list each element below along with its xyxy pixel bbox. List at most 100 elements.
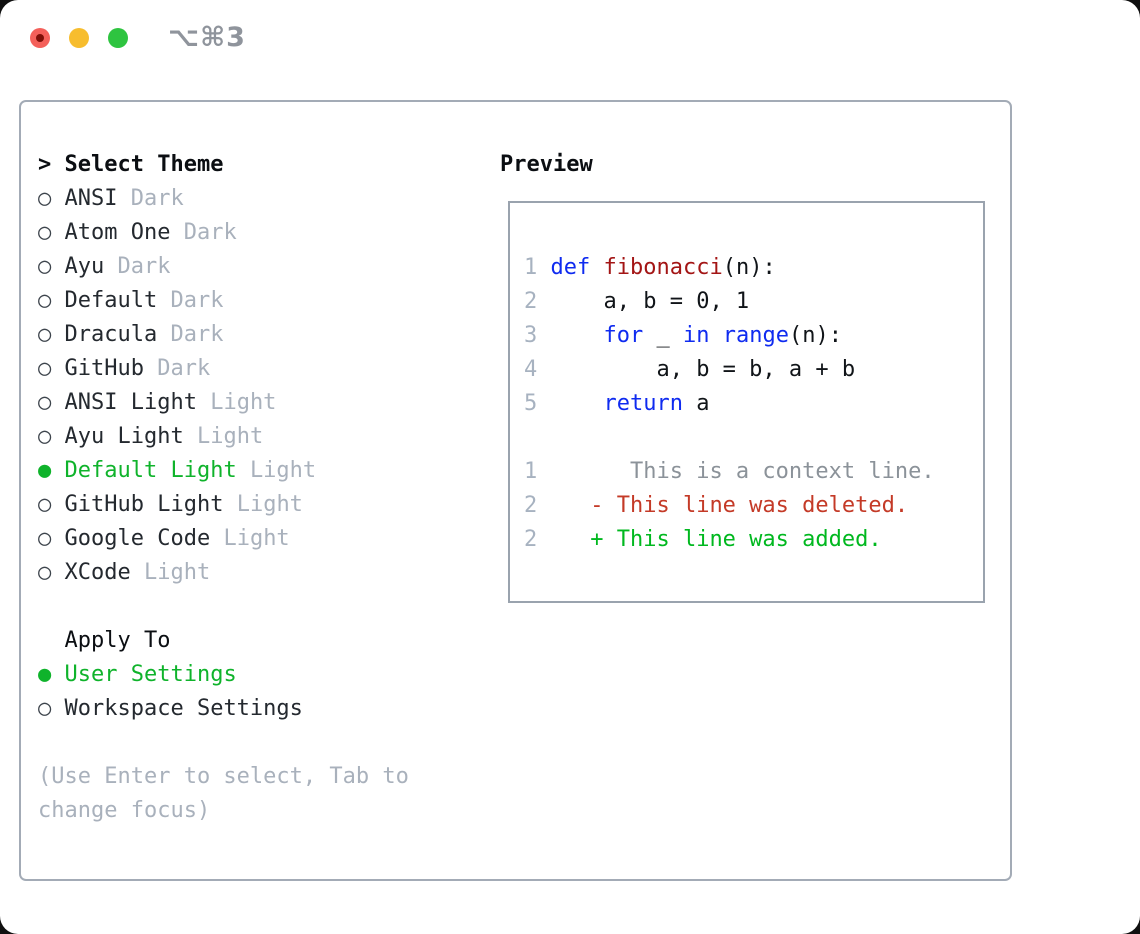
code-segment-pl	[551, 323, 604, 348]
radio-unselected-icon: ○	[38, 186, 52, 211]
item-variant: Light	[210, 390, 277, 415]
code-segment-kw: in	[682, 323, 710, 348]
preview-header: Preview	[500, 152, 593, 177]
line-number: 1	[524, 459, 538, 484]
code-segment-kw: range	[722, 323, 789, 348]
left-column: > Select Theme ○ ANSI Dark○ Atom One Dar…	[38, 148, 409, 828]
code-segment-pl	[551, 391, 604, 416]
item-variant: Light	[223, 526, 290, 551]
item-label: User Settings	[64, 662, 237, 687]
item-variant: Light	[143, 560, 211, 585]
item-variant: Dark	[157, 356, 211, 381]
radio-unselected-icon: ○	[38, 526, 52, 551]
theme-item[interactable]: ○ ANSI Dark	[38, 182, 409, 216]
theme-list-title: Select Theme	[64, 152, 224, 177]
code-segment-kw: return	[603, 391, 683, 416]
theme-item[interactable]: ○ Ayu Light Light	[38, 420, 409, 454]
radio-unselected-icon: ○	[38, 322, 52, 347]
close-dot-icon	[36, 34, 44, 42]
code-segment-pl: a, b = b, a + b	[550, 357, 856, 382]
radio-unselected-icon: ○	[38, 424, 52, 449]
spacer	[38, 726, 409, 760]
code-line: 1 def fibonacci(n):	[524, 251, 969, 285]
apply-option[interactable]: ● User Settings	[38, 658, 409, 692]
main-panel: > Select Theme ○ ANSI Dark○ Atom One Dar…	[19, 100, 1012, 881]
spacer	[38, 590, 409, 624]
radio-unselected-icon: ○	[38, 696, 52, 721]
theme-item[interactable]: ○ GitHub Dark	[38, 352, 409, 386]
code-line: 2 a, b = 0, 1	[524, 285, 969, 319]
window-title: ⌥⌘3	[168, 22, 246, 53]
radio-unselected-icon: ○	[38, 560, 52, 585]
hint-line-1: (Use Enter to select, Tab to	[38, 764, 409, 789]
item-variant: Dark	[183, 220, 237, 245]
item-label: Default	[64, 288, 158, 313]
item-variant: Light	[196, 424, 264, 449]
apply-to-list: ● User Settings○ Workspace Settings	[38, 658, 409, 726]
theme-item[interactable]: ○ Google Code Light	[38, 522, 409, 556]
radio-unselected-icon: ○	[38, 492, 52, 517]
close-button[interactable]	[30, 28, 50, 48]
code-segment-pl: (n):	[722, 255, 776, 280]
apply-to-header: Apply To	[38, 624, 409, 658]
code-segment-del: - This line was deleted.	[550, 493, 909, 518]
theme-item[interactable]: ○ ANSI Light Light	[38, 386, 409, 420]
item-label: GitHub	[64, 356, 144, 381]
zoom-button[interactable]	[108, 28, 128, 48]
item-variant: Dark	[130, 186, 184, 211]
theme-item[interactable]: ○ Dracula Dark	[38, 318, 409, 352]
code-segment-pl	[590, 255, 603, 280]
item-variant: Dark	[117, 254, 171, 279]
radio-unselected-icon: ○	[38, 288, 52, 313]
item-label: Atom One	[64, 220, 171, 245]
code-line: 2 + This line was added.	[524, 523, 969, 557]
radio-unselected-icon: ○	[38, 254, 52, 279]
item-label: Default Light	[64, 458, 237, 483]
item-label: Workspace Settings	[64, 696, 303, 721]
radio-unselected-icon: ○	[38, 220, 52, 245]
item-variant: Light	[236, 492, 303, 517]
traffic-lights	[30, 28, 128, 48]
theme-item[interactable]: ○ GitHub Light Light	[38, 488, 409, 522]
theme-item[interactable]: ○ XCode Light	[38, 556, 409, 590]
apply-option[interactable]: ○ Workspace Settings	[38, 692, 409, 726]
theme-item[interactable]: ○ Default Dark	[38, 284, 409, 318]
item-label: Ayu	[64, 254, 105, 279]
radio-unselected-icon: ○	[38, 390, 52, 415]
code-line: 1 This is a context line.	[524, 455, 969, 489]
theme-list-header: > Select Theme	[38, 148, 409, 182]
radio-selected-icon: ●	[38, 662, 52, 687]
hint-line-2: change focus)	[38, 798, 211, 823]
code-segment-pl: (n):	[788, 323, 842, 348]
code-segment-pl: _	[643, 323, 683, 348]
code-segment-pl: a	[682, 391, 710, 416]
code-line: 5 return a	[524, 387, 969, 421]
theme-list: ○ ANSI Dark○ Atom One Dark○ Ayu Dark○ De…	[38, 182, 409, 590]
item-label: ANSI	[64, 186, 118, 211]
item-label: Dracula	[64, 322, 158, 347]
line-number: 2	[524, 493, 538, 518]
minimize-button[interactable]	[69, 28, 89, 48]
item-label: Ayu Light	[64, 424, 184, 449]
code-segment-kw: for	[603, 323, 644, 348]
cursor-icon: >	[38, 152, 52, 177]
line-number: 5	[524, 391, 538, 416]
code-segment-kw: def	[550, 255, 591, 280]
theme-item[interactable]: ● Default Light Light	[38, 454, 409, 488]
line-number: 3	[524, 323, 538, 348]
theme-item[interactable]: ○ Ayu Dark	[38, 250, 409, 284]
code-line: 2 - This line was deleted.	[524, 489, 969, 523]
code-segment-fn: fibonacci	[603, 255, 723, 280]
theme-item[interactable]: ○ Atom One Dark	[38, 216, 409, 250]
radio-unselected-icon: ○	[38, 356, 52, 381]
code-line: 3 for _ in range(n):	[524, 319, 969, 353]
item-label: Google Code	[64, 526, 211, 551]
code-segment-add: + This line was added.	[550, 527, 882, 552]
radio-selected-icon: ●	[38, 458, 52, 483]
apply-to-title: Apply To	[64, 628, 171, 653]
item-label: ANSI Light	[64, 390, 197, 415]
item-variant: Dark	[170, 322, 224, 347]
